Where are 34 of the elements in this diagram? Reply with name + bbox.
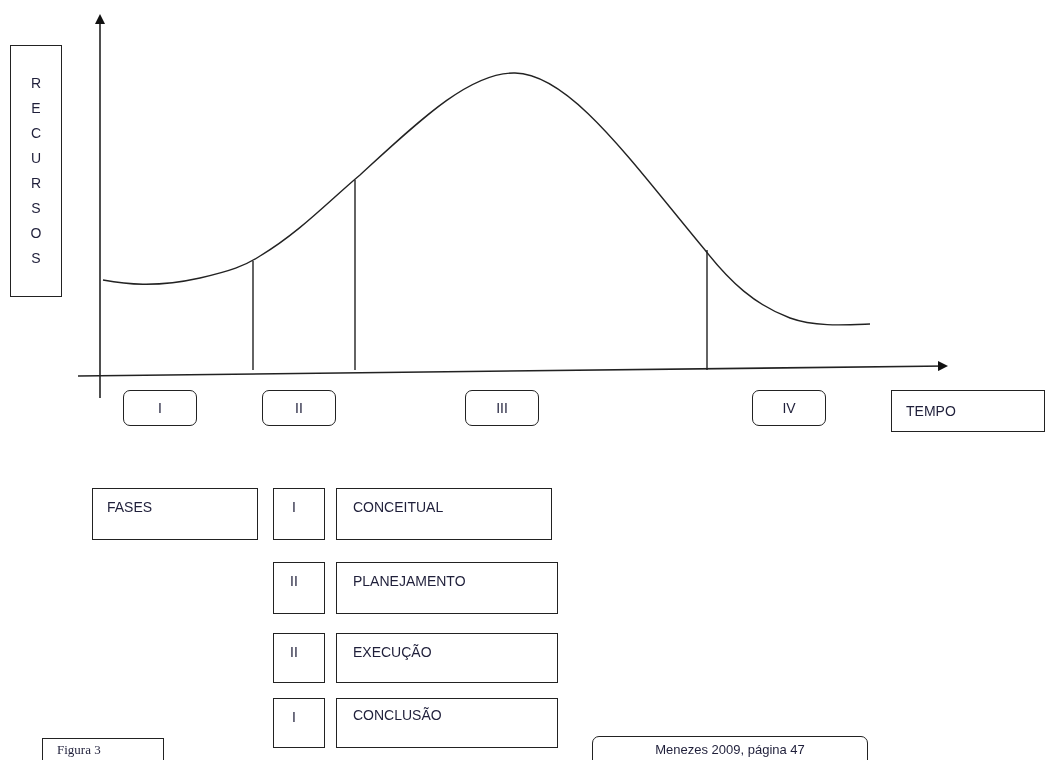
- phase-name-box: [336, 562, 558, 614]
- phase-name-box: [336, 698, 558, 748]
- box-label: TEMPO: [906, 403, 956, 419]
- source-box: [592, 736, 868, 760]
- box-label: FASES: [107, 499, 153, 515]
- box-label: I: [292, 709, 296, 725]
- label-box: [92, 488, 258, 540]
- box-label: I: [158, 400, 162, 416]
- box-label: II: [290, 573, 298, 589]
- phase-number-box: [273, 562, 325, 614]
- box-label: CONCLUSÃO: [353, 707, 442, 723]
- box-label: III: [496, 400, 508, 416]
- phase-number-box: [273, 633, 325, 683]
- box-label: I: [292, 499, 296, 515]
- axis-label: [891, 390, 1045, 432]
- phase-box: [752, 390, 826, 426]
- box-label: II: [290, 644, 298, 660]
- caption-box: [42, 738, 164, 760]
- phase-number-box: [273, 698, 325, 748]
- phase-name-box: [336, 488, 552, 540]
- box-label: II: [295, 400, 303, 416]
- phase-box: [123, 390, 197, 426]
- box-label: EXECUÇÃO: [353, 644, 432, 660]
- phase-box: [465, 390, 539, 426]
- axis-label: [10, 45, 62, 297]
- phase-name-box: [336, 633, 558, 683]
- phase-number-box: [273, 488, 325, 540]
- phase-box: [262, 390, 336, 426]
- box-label: CONCEITUAL: [353, 499, 444, 515]
- box-label: Menezes 2009, página 47: [655, 741, 805, 757]
- box-label: Figura 3: [57, 742, 101, 758]
- box-label: IV: [782, 400, 796, 416]
- box-label: PLANEJAMENTO: [353, 573, 466, 589]
- vertical-label: RECURSOS: [29, 74, 43, 268]
